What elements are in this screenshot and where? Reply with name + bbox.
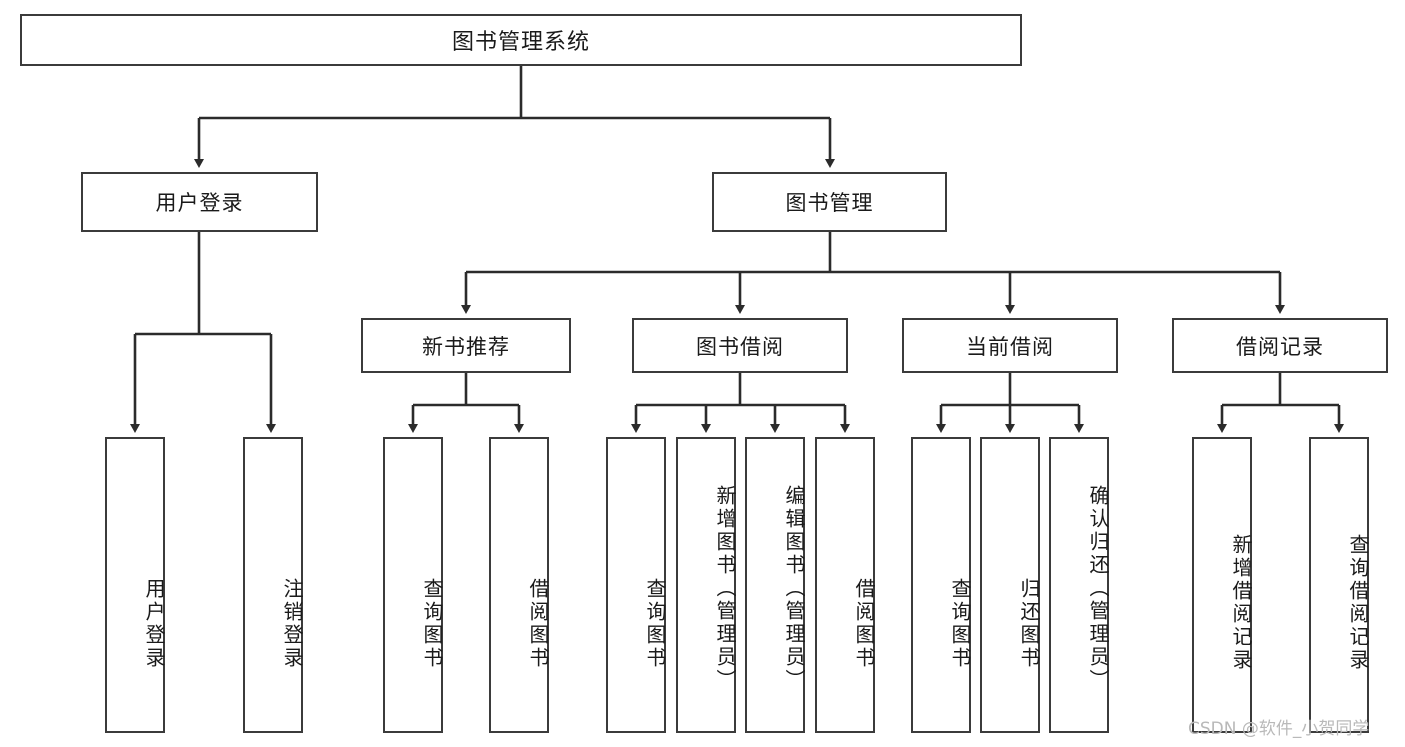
node-leaf-user-login[interactable]: 用户登录	[105, 437, 165, 733]
node-leaf-return-book[interactable]: 归还图书	[980, 437, 1040, 733]
node-new-book-recommend[interactable]: 新书推荐	[361, 318, 571, 373]
node-root[interactable]: 图书管理系统	[20, 14, 1022, 66]
node-borrow-record[interactable]: 借阅记录	[1172, 318, 1388, 373]
node-user-login[interactable]: 用户登录	[81, 172, 318, 232]
node-leaf-query-record[interactable]: 查询借阅记录	[1309, 437, 1369, 733]
node-leaf-query-book-2[interactable]: 查询图书	[606, 437, 666, 733]
node-leaf-confirm-return[interactable]: 确认归还（管理员）	[1049, 437, 1109, 733]
node-book-borrow[interactable]: 图书借阅	[632, 318, 848, 373]
node-leaf-logout-login[interactable]: 注销登录	[243, 437, 303, 733]
node-leaf-borrow-book-1[interactable]: 借阅图书	[489, 437, 549, 733]
node-leaf-query-book-3[interactable]: 查询图书	[911, 437, 971, 733]
node-leaf-query-book-1[interactable]: 查询图书	[383, 437, 443, 733]
csdn-watermark: CSDN @软件_小贺同学	[1188, 719, 1370, 739]
node-leaf-borrow-book-2[interactable]: 借阅图书	[815, 437, 875, 733]
node-book-manage[interactable]: 图书管理	[712, 172, 947, 232]
node-current-borrow[interactable]: 当前借阅	[902, 318, 1118, 373]
node-leaf-edit-book[interactable]: 编辑图书（管理员）	[745, 437, 805, 733]
node-leaf-add-book[interactable]: 新增图书（管理员）	[676, 437, 736, 733]
node-leaf-add-record[interactable]: 新增借阅记录	[1192, 437, 1252, 733]
